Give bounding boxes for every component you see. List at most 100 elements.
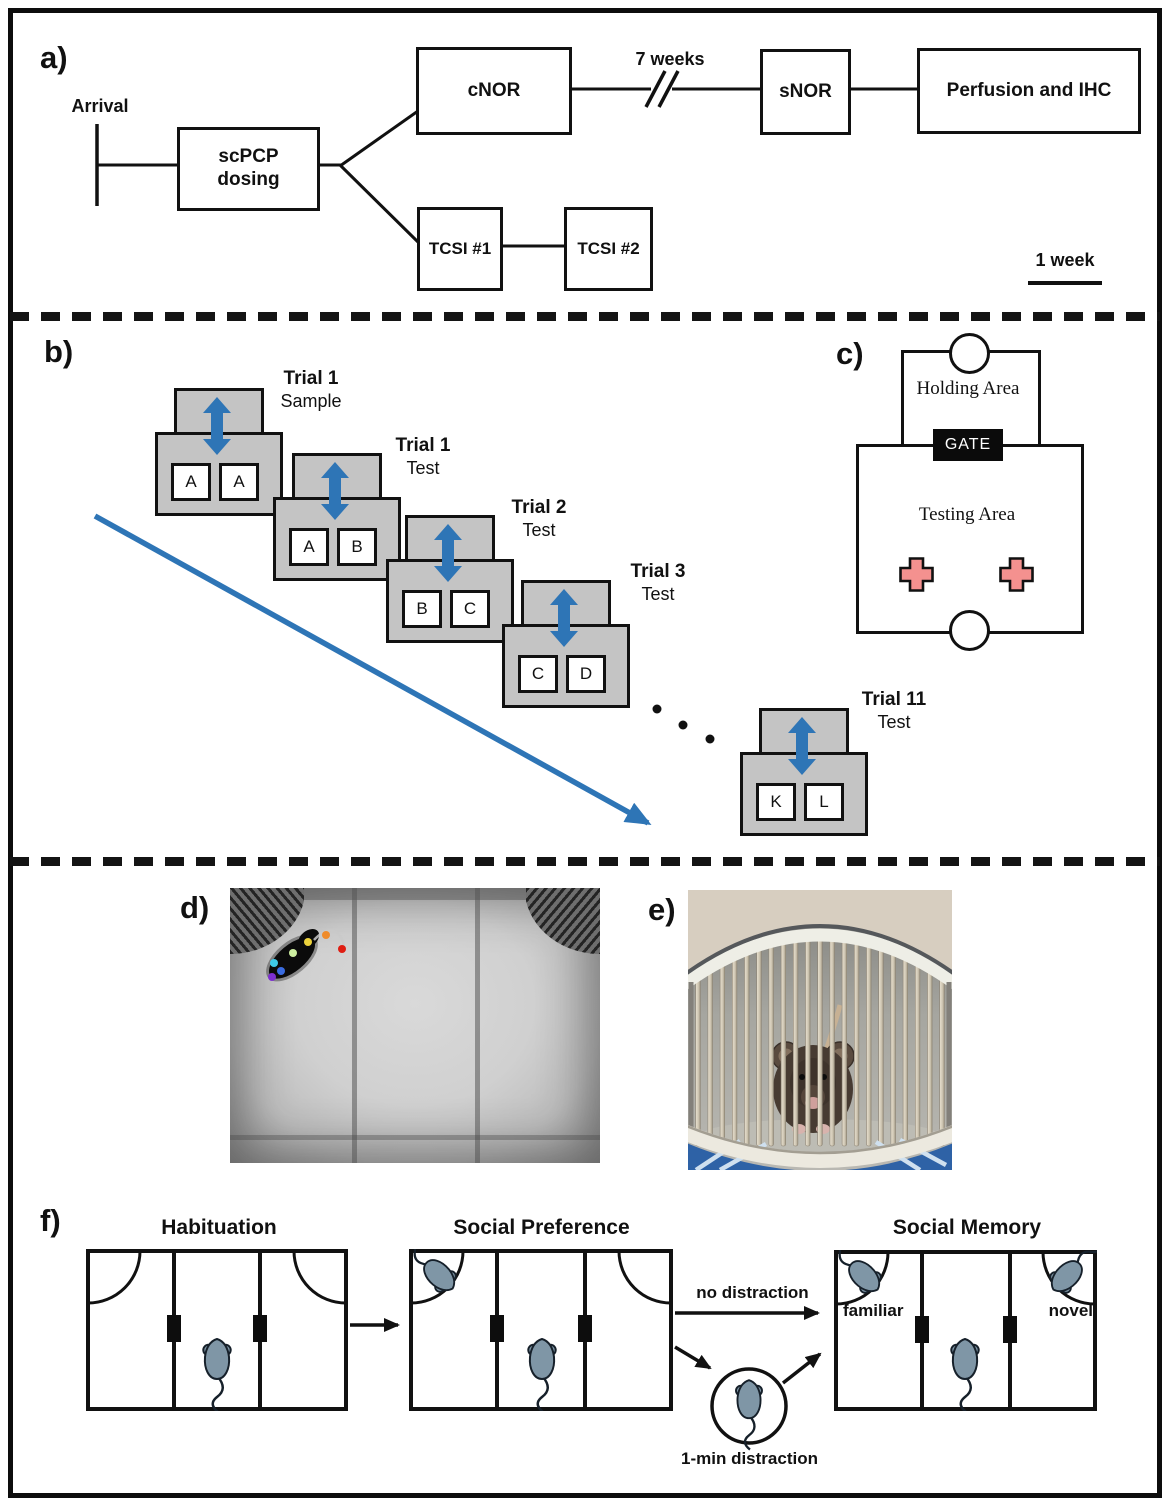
testing-area-box bbox=[856, 444, 1084, 634]
tcsi2-box: TCSI #2 bbox=[564, 207, 653, 291]
snor-box: sNOR bbox=[760, 49, 851, 135]
object-left: B bbox=[402, 590, 442, 628]
tracking-dot-purple bbox=[268, 973, 276, 981]
habituation-chamber bbox=[86, 1249, 348, 1411]
axis-break-slash bbox=[657, 70, 680, 108]
panel-d-label: d) bbox=[180, 890, 210, 925]
trial-title: Trial 2 Test bbox=[511, 497, 567, 540]
timeline-lines bbox=[95, 70, 1102, 285]
figure-border bbox=[8, 8, 1162, 1498]
object-right: L bbox=[804, 783, 844, 821]
trial-unit-2-test: B C bbox=[386, 515, 516, 645]
object-left: A bbox=[171, 463, 211, 501]
stage-flow-arrows bbox=[350, 1306, 822, 1451]
arrow-to-distraction bbox=[674, 1345, 712, 1370]
arena-divider-line bbox=[475, 888, 480, 1163]
chamber-door bbox=[1003, 1316, 1017, 1343]
reward-cross-right-icon bbox=[999, 557, 1034, 592]
double-arrow-icon bbox=[203, 397, 231, 455]
tracking-dot-cyan bbox=[270, 959, 278, 967]
tcsi1-box: TCSI #1 bbox=[417, 207, 503, 291]
section-divider-1 bbox=[10, 312, 1160, 321]
testing-area-label: Testing Area bbox=[918, 504, 1016, 525]
cnor-box: cNOR bbox=[416, 47, 572, 135]
cage-top-rim bbox=[688, 928, 952, 990]
trial-unit-1-test: A B bbox=[273, 453, 403, 583]
axis-break-slash bbox=[644, 70, 667, 108]
trial-title: Trial 1 Test bbox=[395, 435, 451, 478]
cage-mouse-photo bbox=[688, 890, 952, 1170]
object-right: C bbox=[450, 590, 490, 628]
distraction-label: 1-min distraction bbox=[681, 1449, 818, 1468]
tracked-rat bbox=[266, 929, 346, 982]
trial-unit-1-sample: A A bbox=[155, 388, 285, 518]
chamber-door bbox=[578, 1315, 592, 1342]
dosing-line1: scPCP bbox=[218, 146, 279, 168]
chamber-door bbox=[253, 1315, 267, 1342]
trial-title: Trial 1 Sample bbox=[280, 368, 342, 411]
double-arrow-icon bbox=[788, 717, 816, 775]
novel-label: novel bbox=[1048, 1301, 1093, 1320]
holding-area-label: Holding Area bbox=[916, 378, 1020, 399]
double-arrow-icon bbox=[321, 462, 349, 520]
double-arrow-icon bbox=[434, 524, 462, 582]
tracking-dot-blue bbox=[277, 967, 285, 975]
double-arrow-icon bbox=[550, 589, 578, 647]
social-memory-chamber bbox=[834, 1250, 1097, 1411]
panel-c-label: c) bbox=[836, 336, 864, 371]
dosing-line2: dosing bbox=[217, 169, 280, 190]
trial-unit-3-test: C D bbox=[502, 580, 632, 710]
object-right: A bbox=[219, 463, 259, 501]
panel-e-label: e) bbox=[648, 892, 676, 927]
object-left: C bbox=[518, 655, 558, 693]
panel-f-label: f) bbox=[40, 1203, 61, 1238]
holding-entry-port bbox=[949, 333, 990, 374]
panel-a-label: a) bbox=[40, 40, 68, 75]
tracking-dot-green bbox=[289, 949, 297, 957]
test-compartment: K L bbox=[740, 752, 868, 836]
gate-box: GATE bbox=[933, 429, 1003, 461]
arena-divider-line bbox=[352, 888, 357, 1163]
duration-label: 7 weeks bbox=[635, 49, 705, 69]
openfield-tracking-photo bbox=[230, 888, 600, 1163]
dosing-box: scPCP dosing bbox=[177, 127, 320, 211]
tracking-dot-yellow bbox=[304, 938, 312, 946]
familiar-label: familiar bbox=[843, 1301, 904, 1320]
arrow-distraction-to-memory bbox=[781, 1352, 822, 1385]
object-right: D bbox=[566, 655, 606, 693]
stage-social-memory-title: Social Memory bbox=[892, 1216, 1042, 1239]
cage-photo-drawing bbox=[688, 890, 952, 1170]
panel-b-label: b) bbox=[44, 334, 74, 369]
trial-title: Trial 3 Test bbox=[630, 561, 686, 604]
ellipsis-dot bbox=[652, 704, 662, 714]
scale-label: 1 week bbox=[1035, 250, 1095, 270]
trial-unit-11-test: K L bbox=[740, 708, 870, 838]
corner-cup-arc bbox=[292, 1250, 347, 1305]
chamber-door bbox=[167, 1315, 181, 1342]
stage-social-preference-title: Social Preference bbox=[453, 1216, 630, 1239]
branch-to-cnor bbox=[339, 109, 419, 168]
cage-bottom-rim-line bbox=[688, 1125, 952, 1155]
ellipsis-dot bbox=[705, 734, 715, 744]
chamber-door bbox=[490, 1315, 504, 1342]
object-left: K bbox=[756, 783, 796, 821]
corner-cup-arc bbox=[617, 1250, 672, 1305]
branch-to-tcsi bbox=[338, 163, 420, 244]
corner-cup-arc bbox=[87, 1250, 142, 1305]
tracking-dot-red bbox=[338, 945, 346, 953]
cage-top-rim-line bbox=[688, 924, 952, 975]
stage-habituation-title: Habituation bbox=[161, 1216, 277, 1239]
cage-base-blue bbox=[688, 1143, 952, 1170]
object-right: B bbox=[337, 528, 377, 566]
no-distraction-label: no distraction bbox=[696, 1283, 809, 1302]
arrival-label: Arrival bbox=[71, 96, 129, 116]
trial-title: Trial 11 Test bbox=[861, 689, 927, 732]
arena-back-wall bbox=[230, 888, 600, 900]
reward-cross-left-icon bbox=[899, 557, 934, 592]
mouse-eye bbox=[799, 1074, 805, 1080]
object-left: A bbox=[289, 528, 329, 566]
cage-bottom-rim bbox=[688, 1124, 952, 1168]
arena-front-edge bbox=[230, 1135, 600, 1140]
trial-progress-arrow bbox=[93, 513, 715, 826]
